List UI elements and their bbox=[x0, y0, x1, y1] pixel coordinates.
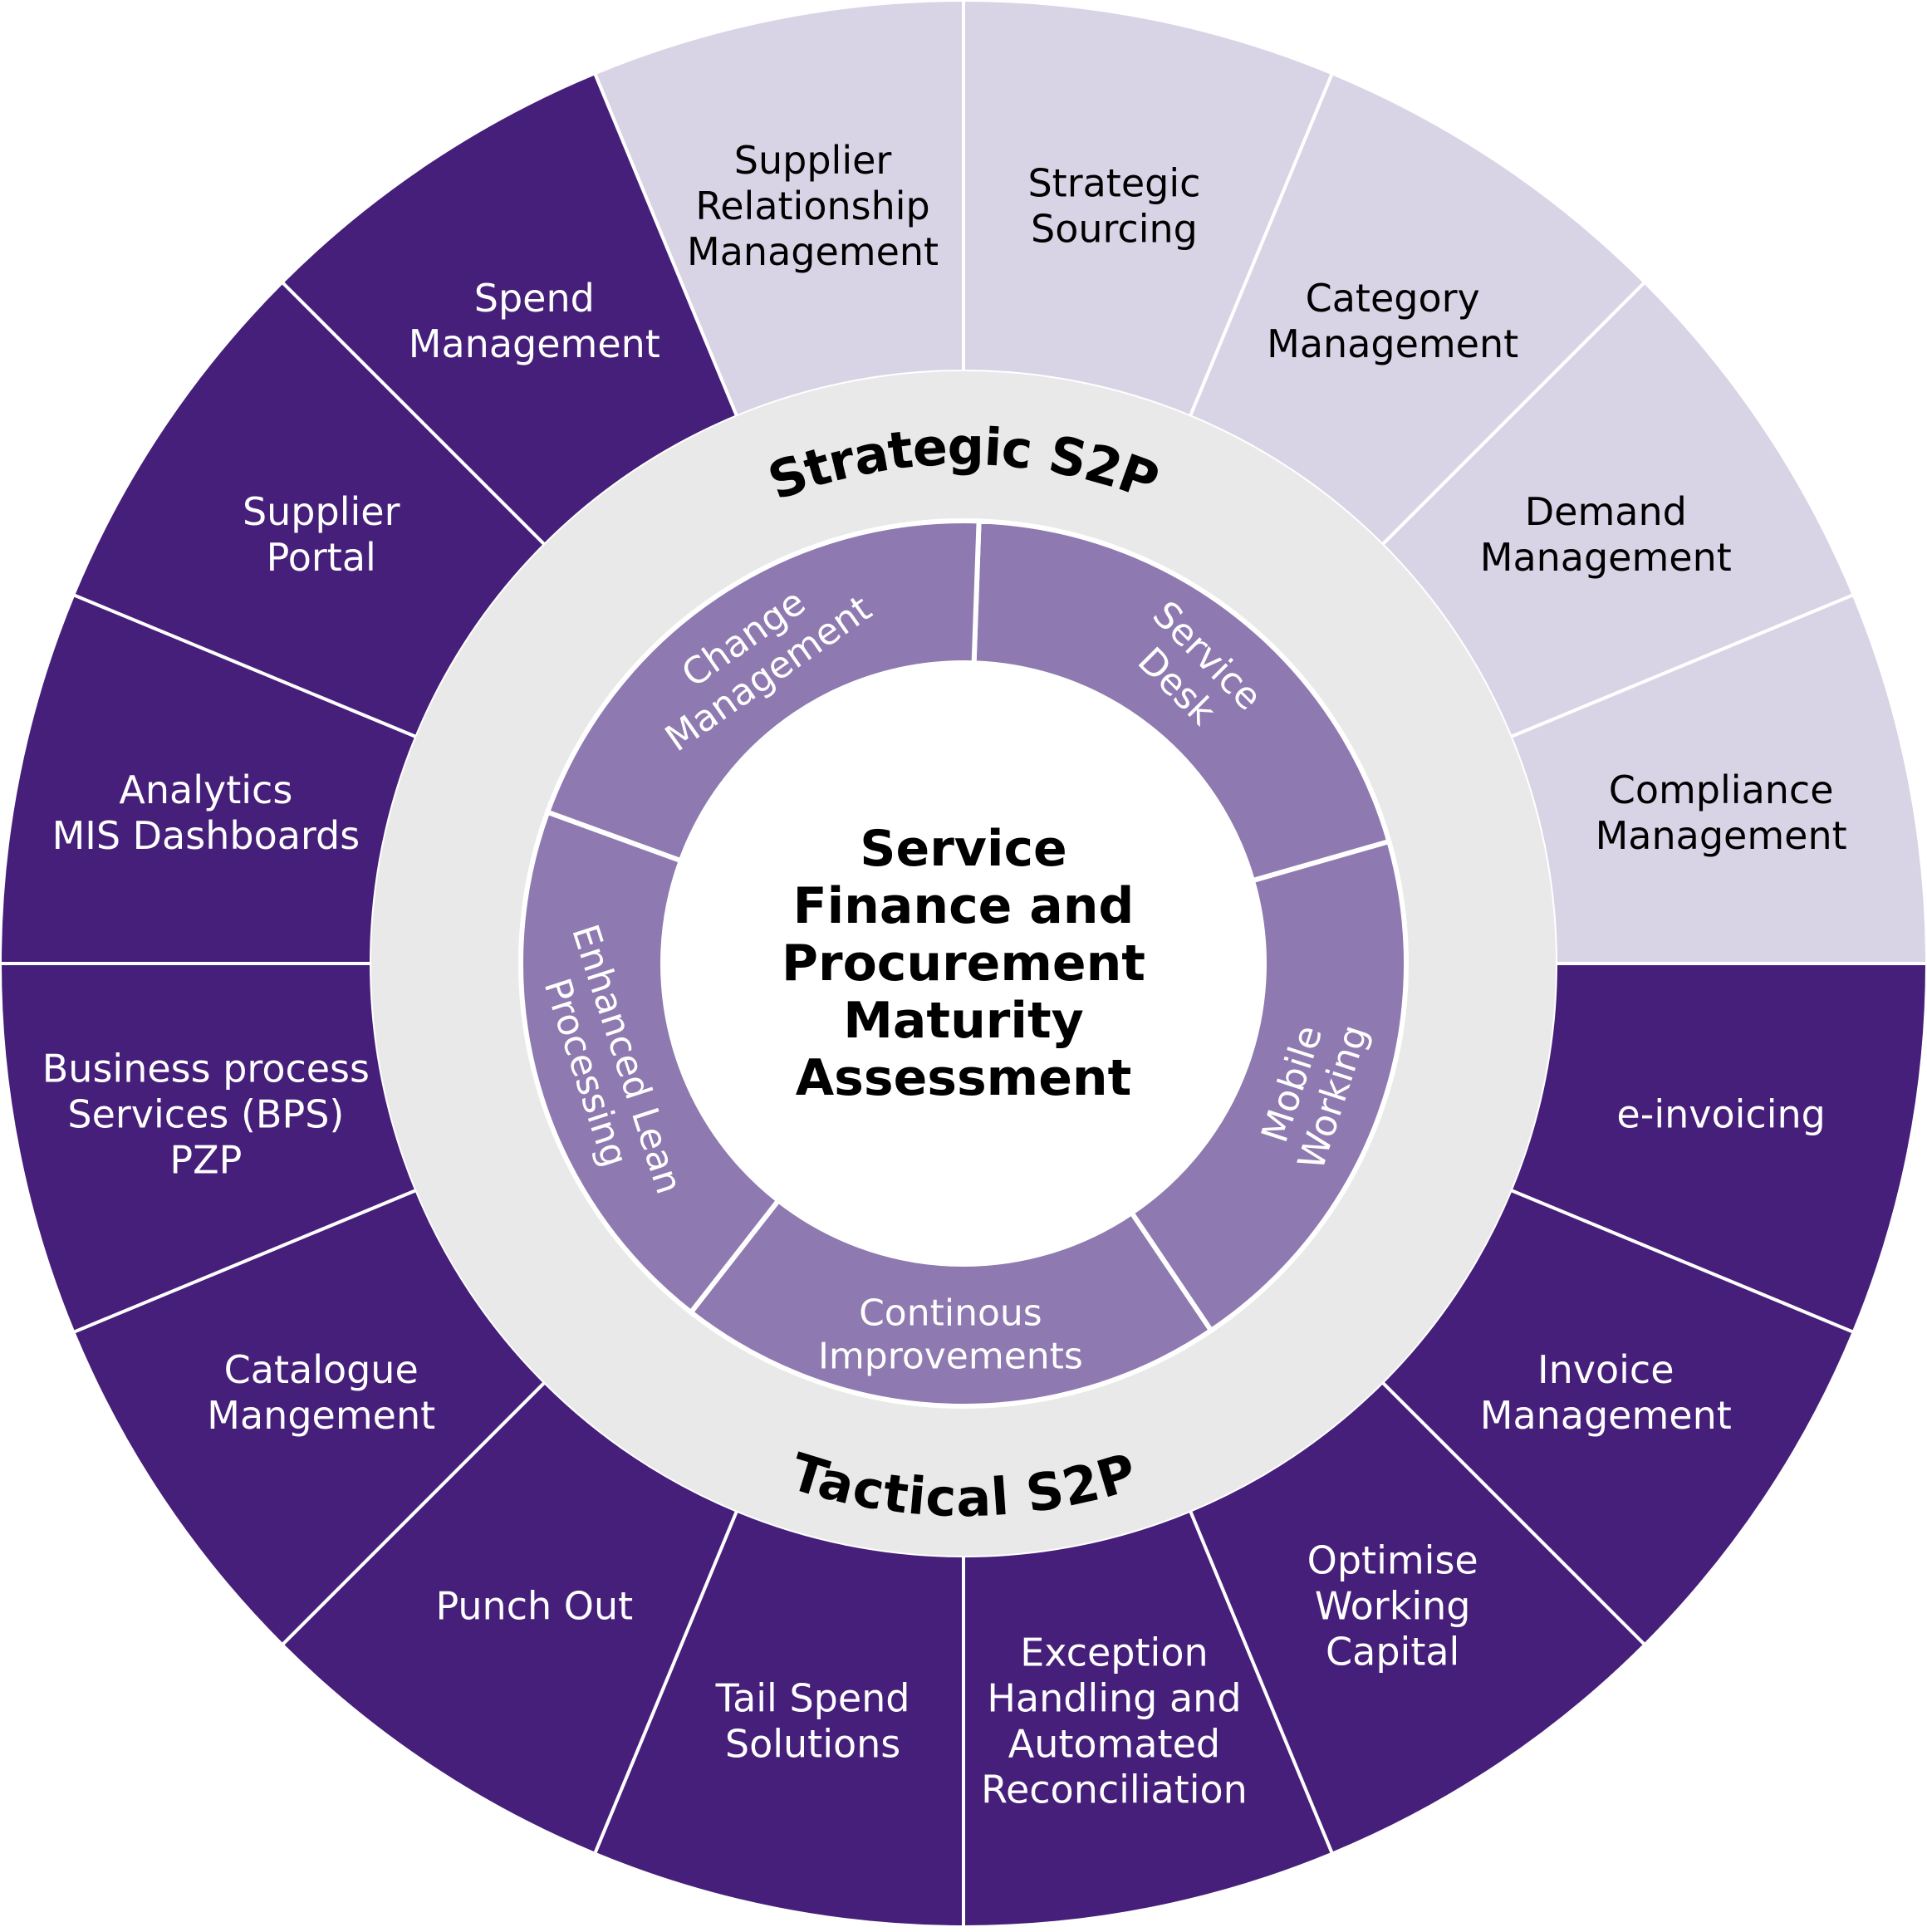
segment-label-strategic-sourcing-line: Strategic bbox=[1027, 160, 1200, 205]
segment-label-category-management-line: Category bbox=[1306, 276, 1480, 321]
segment-label-analytics-mis-dashboards-line: Analytics bbox=[119, 767, 292, 812]
segment-label-catalogue-mangement-line: Catalogue bbox=[224, 1347, 419, 1392]
inner-label-continous-improvements-line: Improvements bbox=[818, 1335, 1083, 1377]
segment-label-optimise-working-capital-line: Working bbox=[1315, 1583, 1471, 1628]
segment-label-exception-handling-line: Handling and bbox=[987, 1676, 1241, 1721]
segment-label-demand-management-line: Demand bbox=[1525, 489, 1687, 534]
center-title-line: Maturity bbox=[843, 992, 1084, 1050]
segment-label-e-invoicing-line: e-invoicing bbox=[1616, 1091, 1825, 1136]
segment-label-exception-handling-line: Reconciliation bbox=[981, 1768, 1248, 1812]
segment-label-exception-handling-line: Automated bbox=[1008, 1722, 1220, 1767]
segment-label-tail-spend-solutions-line: Tail Spend bbox=[715, 1676, 910, 1721]
segment-label-category-management-line: Management bbox=[1267, 321, 1518, 366]
segment-label-business-process-services-line: PZP bbox=[169, 1137, 242, 1182]
segment-label-spend-management-line: Management bbox=[409, 321, 660, 366]
segment-label-compliance-management-line: Management bbox=[1596, 813, 1847, 858]
center-title-line: Service bbox=[860, 820, 1066, 878]
segment-label-supplier-relationship-management-line: Management bbox=[687, 229, 939, 274]
segment-label-punch-out-line: Punch Out bbox=[435, 1583, 633, 1628]
segment-label-supplier-relationship-management-line: Supplier bbox=[734, 138, 892, 183]
segment-label-optimise-working-capital-line: Capital bbox=[1326, 1629, 1459, 1674]
segment-label-business-process-services-line: Business process bbox=[42, 1046, 370, 1091]
segment-label-e-invoicing: e-invoicing bbox=[1616, 1091, 1825, 1136]
segment-label-business-process-services-line: Services (BPS) bbox=[67, 1091, 344, 1136]
segment-label-tail-spend-solutions-line: Solutions bbox=[725, 1722, 900, 1767]
center-title-line: Finance and bbox=[793, 877, 1135, 935]
segment-label-supplier-portal-line: Portal bbox=[267, 535, 376, 580]
segment-label-catalogue-mangement-line: Mangement bbox=[207, 1393, 435, 1438]
segment-label-exception-handling-line: Exception bbox=[1020, 1630, 1208, 1675]
segment-label-demand-management-line: Management bbox=[1480, 535, 1732, 580]
segment-label-punch-out: Punch Out bbox=[435, 1583, 633, 1628]
segment-label-supplier-portal-line: Supplier bbox=[243, 489, 400, 534]
inner-label-continous-improvements-line: Continous bbox=[859, 1292, 1042, 1334]
segment-label-analytics-mis-dashboards-line: MIS Dashboards bbox=[52, 813, 360, 858]
center-disc bbox=[663, 663, 1264, 1264]
segment-label-optimise-working-capital-line: Optimise bbox=[1307, 1537, 1478, 1582]
segment-label-strategic-sourcing-line: Sourcing bbox=[1031, 206, 1198, 251]
segment-label-spend-management-line: Spend bbox=[474, 276, 595, 321]
center-title-line: Procurement bbox=[782, 934, 1145, 993]
segment-label-supplier-relationship-management-line: Relationship bbox=[695, 184, 929, 228]
center-title-line: Assessment bbox=[796, 1049, 1132, 1107]
segment-label-compliance-management-line: Compliance bbox=[1609, 767, 1834, 812]
segment-label-invoice-management-line: Invoice bbox=[1537, 1347, 1674, 1392]
segment-label-invoice-management-line: Management bbox=[1480, 1393, 1732, 1438]
